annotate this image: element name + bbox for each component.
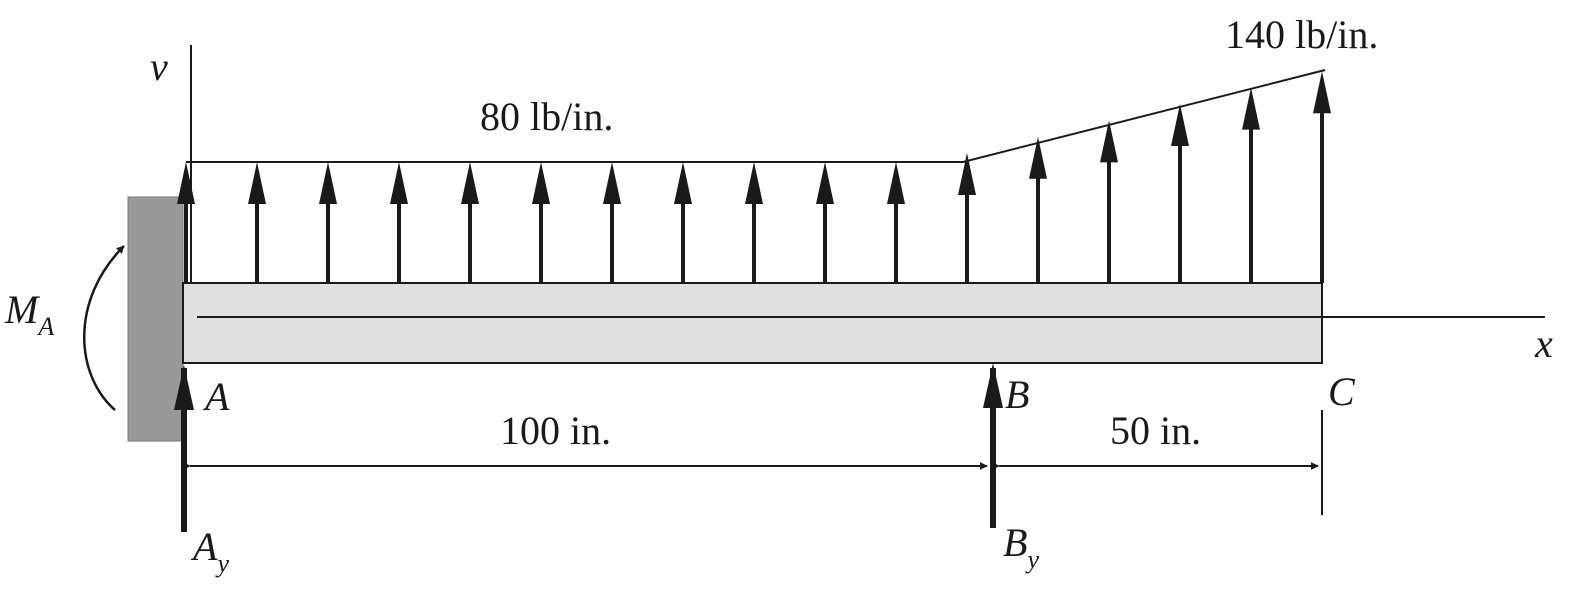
dimension-bc-label: 50 in. <box>1110 408 1201 453</box>
load-arrowhead <box>532 162 550 204</box>
load-arrowhead <box>390 162 408 204</box>
v-axis-label: v <box>150 44 168 89</box>
load-arrowhead <box>887 162 905 204</box>
load-arrowhead <box>1242 87 1260 130</box>
point-b-label: B <box>1005 372 1029 417</box>
load-arrowhead <box>461 162 479 204</box>
x-axis-label: x <box>1534 321 1553 366</box>
beam <box>182 282 1323 364</box>
fixed-wall-support <box>127 196 184 442</box>
load-arrowhead <box>319 162 337 204</box>
moment-arrow <box>83 245 125 411</box>
distributed-load-arrows <box>177 71 1331 283</box>
load-arrowhead <box>745 162 763 204</box>
load-arrowhead <box>674 162 692 204</box>
end-load-label: 140 lb/in. <box>1225 12 1378 57</box>
load-arrowhead <box>1029 136 1047 179</box>
dimension-ab-label: 100 in. <box>500 408 611 453</box>
load-arrowhead <box>603 162 621 204</box>
uniform-load-label: 80 lb/in. <box>480 94 613 139</box>
load-arrowhead <box>816 162 834 204</box>
reaction-ay-label: Ay <box>190 524 229 578</box>
load-arrowhead <box>958 153 976 196</box>
load-arrowhead <box>1171 103 1189 146</box>
moment-label: MA <box>4 287 54 341</box>
load-envelope <box>186 69 1326 163</box>
reaction-by-label: By <box>1003 520 1039 574</box>
load-arrowhead <box>1313 71 1331 114</box>
point-a-label: A <box>202 374 230 419</box>
load-arrowhead <box>248 162 266 204</box>
reaction-by-arrowhead <box>983 363 1003 408</box>
reaction-ay-arrowhead <box>174 365 194 410</box>
point-c-label: C <box>1328 369 1356 414</box>
load-arrowhead <box>177 162 195 204</box>
load-arrowhead <box>1100 120 1118 163</box>
